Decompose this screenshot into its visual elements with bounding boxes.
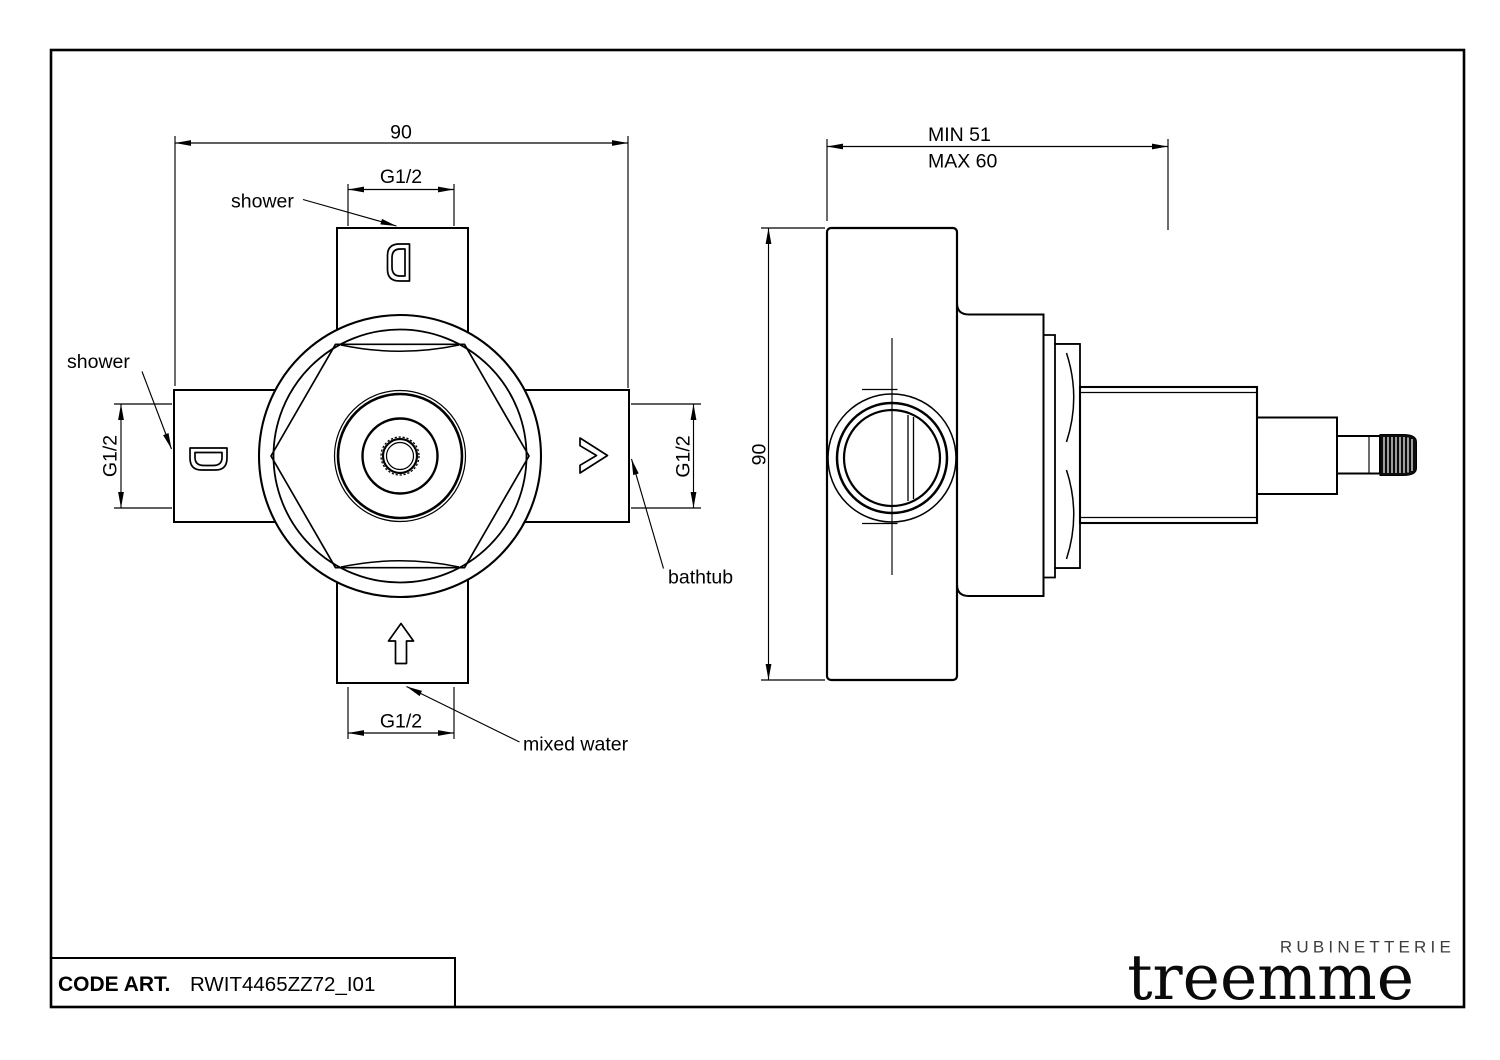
collar-step-top (1043, 334, 1080, 345)
side-view: 90 MIN 51 MAX 60 (749, 124, 1417, 682)
dim-side-height-text: 90 (749, 444, 771, 466)
side-port-centerlines (862, 338, 915, 575)
cartridge-neck (1256, 416, 1338, 495)
cartridge-housing (1078, 385, 1259, 525)
shower-port-icon-top (386, 243, 411, 282)
label-mixed-water-text: mixed water (523, 734, 629, 756)
dim-thread-left-text: G1/2 (100, 435, 122, 477)
knurled-spindle-tip (1379, 434, 1417, 476)
hex-nut-outline (270, 343, 530, 569)
hex-chamfer-arc-top (340, 344, 460, 352)
code-art-label: CODE ART. (58, 973, 170, 996)
cartridge-ring-outer-thin (333, 389, 467, 523)
brand-treemme: treemme (1127, 941, 1414, 1014)
spindle-stem (1336, 435, 1381, 475)
mixed-water-up-arrow-icon (387, 622, 415, 665)
spindle-bore-circle (385, 441, 415, 471)
hex-face-arc-top (1065, 352, 1075, 443)
outer-flange-circle (257, 313, 543, 599)
label-bathtub-text: bathtub (668, 567, 733, 589)
title-block: CODE ART. RWIT4465ZZ72_I01 (51, 957, 456, 1007)
shower-port-icon-left (189, 447, 228, 471)
dim-thread-top-text: G1/2 (380, 166, 422, 188)
dim-thread-bottom: G1/2 (347, 687, 455, 739)
code-art-value: RWIT4465ZZ72_I01 (190, 973, 375, 996)
chamfer-circle (272, 328, 528, 584)
label-shower-left-text: shower (67, 351, 130, 373)
leader-mixed-water (406, 685, 520, 743)
dim-front-width: 90 (174, 122, 629, 388)
label-shower-top-text: shower (231, 191, 294, 213)
brand-rubinetterie: RUBINETTERIE (1280, 938, 1455, 957)
brand-logo: RUBINETTERIE treemme (1127, 938, 1455, 1015)
hex-chamfer-arc-bottom (340, 560, 460, 568)
cartridge-inner-ring (361, 417, 439, 495)
label-shower-left: shower (67, 351, 173, 450)
dim-thread-right-text: G1/2 (673, 435, 695, 477)
title-block-border (51, 957, 456, 1007)
hex-nut-side (1054, 343, 1081, 569)
label-mixed-water: mixed water (406, 685, 629, 756)
dim-thread-bottom-text: G1/2 (380, 711, 422, 733)
front-center-rings (257, 313, 543, 599)
spindle-circle (381, 437, 419, 475)
label-shower-top: shower (231, 191, 397, 227)
leader-shower-top (302, 198, 397, 227)
drawing-frame (49, 48, 1466, 1009)
dim-thread-top: G1/2 (347, 166, 455, 226)
leader-shower-left (141, 371, 173, 450)
dim-thread-right: G1/2 (631, 403, 701, 509)
label-bathtub: bathtub (630, 458, 733, 589)
dim-side-depth: MIN 51 MAX 60 (826, 124, 1169, 230)
leader-bathtub (630, 458, 665, 569)
dim-depth-min-text: MIN 51 (928, 124, 991, 146)
hex-face-arc-bottom (1065, 469, 1075, 560)
bathtub-chevron-icon (579, 437, 609, 474)
dim-thread-left: G1/2 (100, 403, 172, 509)
side-port-circles (827, 393, 957, 523)
dim-depth-max-text: MAX 60 (928, 151, 998, 173)
dim-side-height: 90 (749, 227, 825, 681)
collar-step-bottom (1043, 567, 1080, 579)
spindle-knurl-circle (380, 436, 420, 476)
side-plate (956, 302, 1045, 597)
cartridge-ring (336, 392, 464, 520)
dim-front-width-text: 90 (390, 122, 412, 144)
knurl-stripes (1383, 437, 1413, 473)
front-view: 90 G1/2 G1/2 G1/2 G1/2 (67, 122, 733, 756)
